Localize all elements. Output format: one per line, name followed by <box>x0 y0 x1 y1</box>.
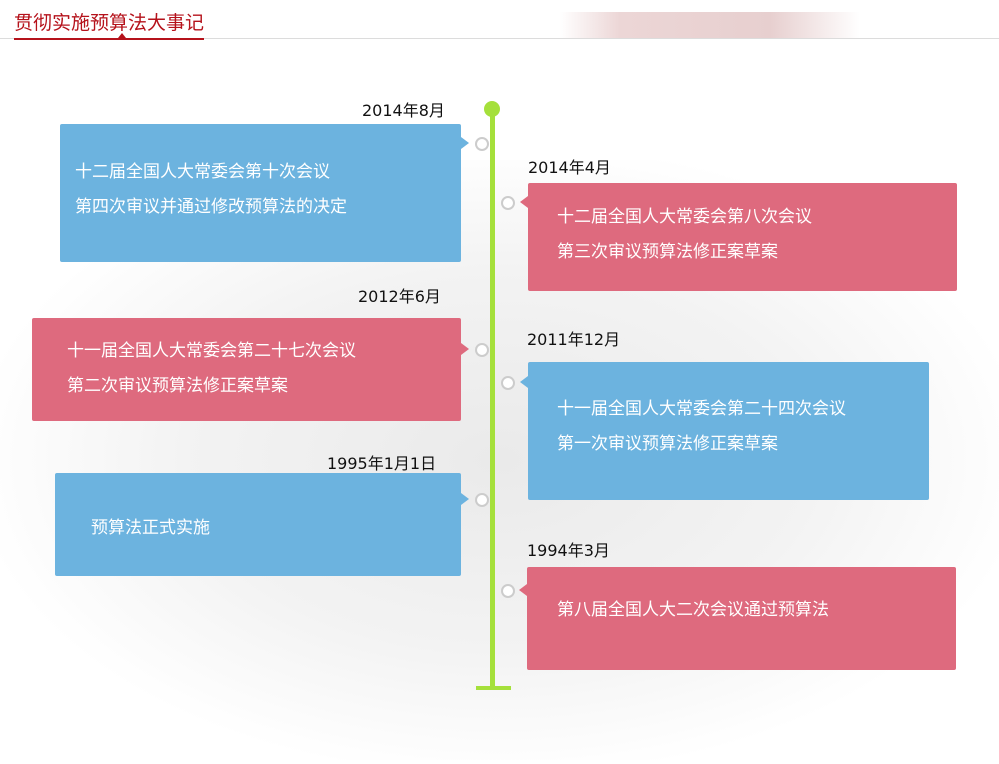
event-date: 2011年12月 <box>527 330 621 349</box>
event-line: 预算法正式实施 <box>91 518 210 538</box>
event-date: 2012年6月 <box>358 287 441 306</box>
event-marker[interactable] <box>501 196 515 210</box>
event-card[interactable]: 预算法正式实施 <box>55 473 461 576</box>
event-date: 1994年3月 <box>527 541 610 560</box>
event-line: 第三次审议预算法修正案草案 <box>557 242 778 262</box>
event-line: 十二届全国人大常委会第八次会议 <box>557 207 812 227</box>
event-card[interactable]: 十二届全国人大常委会第八次会议 第三次审议预算法修正案草案 <box>528 183 957 291</box>
event-marker[interactable] <box>501 584 515 598</box>
pointer-arrow-icon <box>461 137 469 149</box>
event-line: 第二次审议预算法修正案草案 <box>67 376 288 396</box>
pointer-arrow-icon <box>520 376 528 388</box>
event-line: 十二届全国人大常委会第十次会议 <box>75 162 330 182</box>
page-title: 贯彻实施预算法大事记 <box>14 8 205 40</box>
timeline-base <box>476 686 511 690</box>
event-card[interactable]: 第八届全国人大二次会议通过预算法 <box>527 567 956 670</box>
header: 贯彻实施预算法大事记 <box>0 0 999 40</box>
event-line: 第八届全国人大二次会议通过预算法 <box>557 600 829 620</box>
timeline-start-dot <box>484 101 500 117</box>
event-card[interactable]: 十一届全国人大常委会第二十四次会议 第一次审议预算法修正案草案 <box>528 362 929 500</box>
event-date: 2014年4月 <box>528 158 611 177</box>
timeline-axis <box>490 108 495 688</box>
event-date: 1995年1月1日 <box>327 454 437 473</box>
event-card[interactable]: 十一届全国人大常委会第二十七次会议 第二次审议预算法修正案草案 <box>32 318 461 421</box>
event-line: 第一次审议预算法修正案草案 <box>557 434 778 454</box>
event-line: 十一届全国人大常委会第二十七次会议 <box>67 341 356 361</box>
event-marker[interactable] <box>475 343 489 357</box>
pointer-arrow-icon <box>519 584 527 596</box>
pointer-arrow-icon <box>461 343 469 355</box>
pointer-arrow-icon <box>461 493 469 505</box>
event-date: 2014年8月 <box>362 101 445 120</box>
title-pointer-icon <box>118 33 126 38</box>
building-image <box>560 12 860 38</box>
pointer-arrow-icon <box>520 196 528 208</box>
event-line: 第四次审议并通过修改预算法的决定 <box>75 197 347 217</box>
event-marker[interactable] <box>475 493 489 507</box>
page-title-text: 贯彻实施预算法大事记 <box>14 12 205 34</box>
event-card[interactable]: 十二届全国人大常委会第十次会议 第四次审议并通过修改预算法的决定 <box>60 124 461 262</box>
event-marker[interactable] <box>501 376 515 390</box>
event-line: 十一届全国人大常委会第二十四次会议 <box>557 399 846 419</box>
event-marker[interactable] <box>475 137 489 151</box>
